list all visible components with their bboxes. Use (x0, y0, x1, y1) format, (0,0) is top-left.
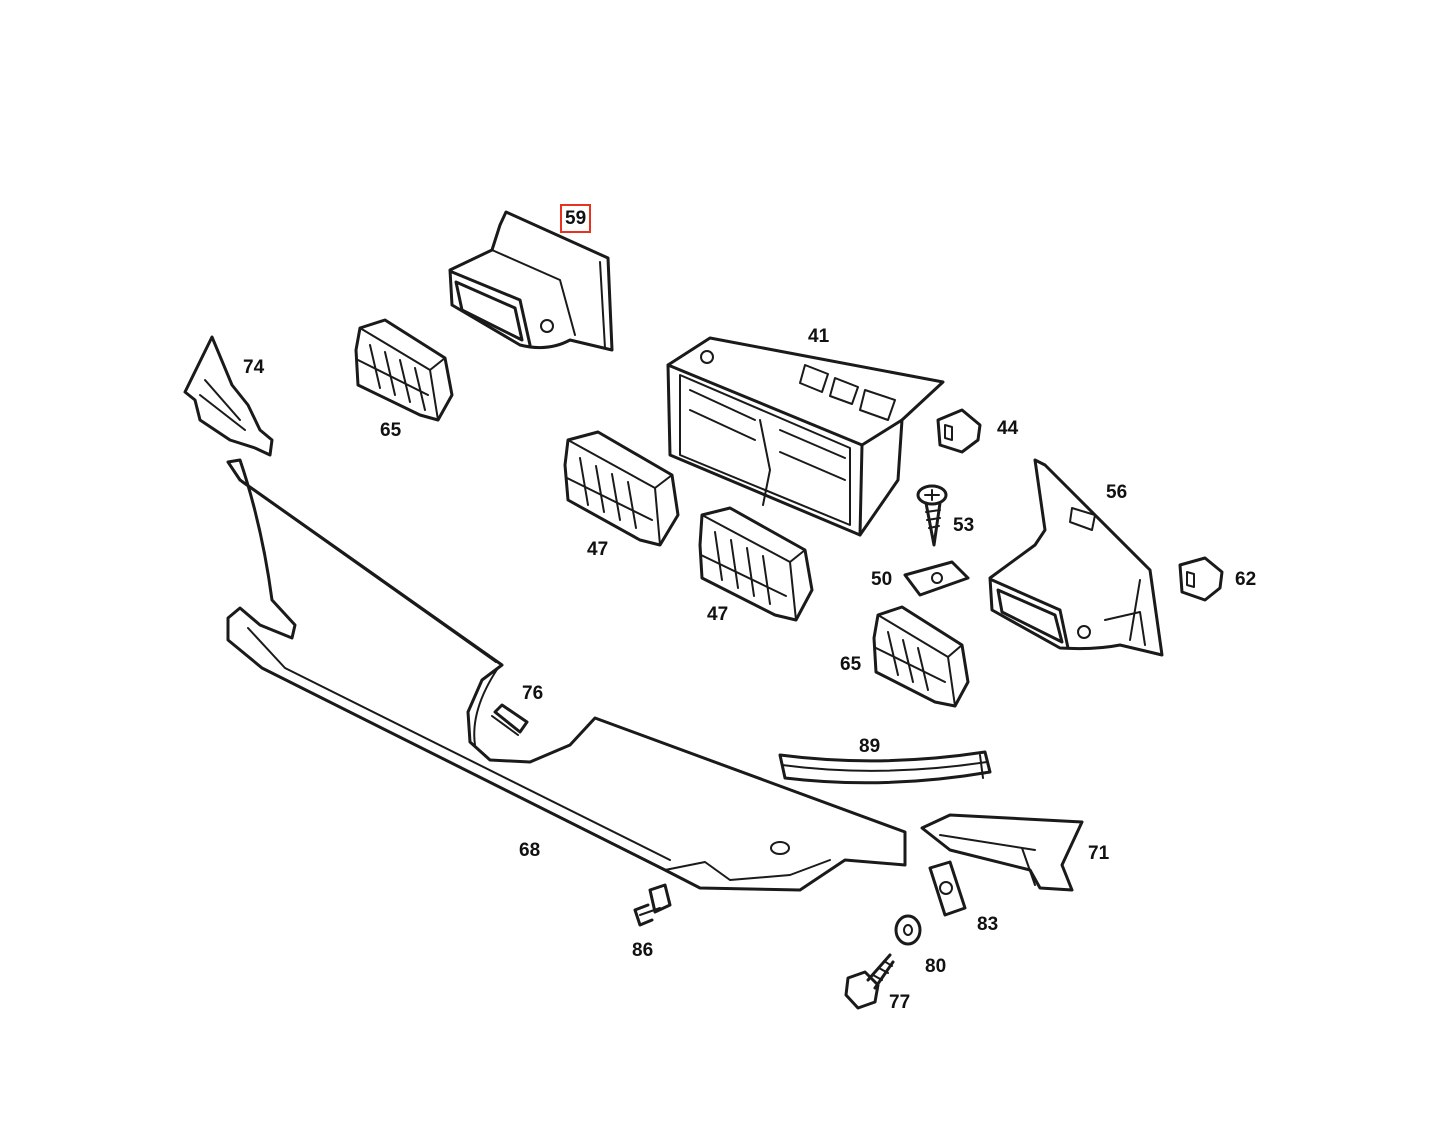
callout-71[interactable]: 71 (1088, 843, 1110, 864)
part-44-retaining-clip[interactable] (936, 408, 982, 454)
callout-44[interactable]: 44 (997, 418, 1019, 439)
part-80-washer[interactable] (894, 914, 922, 946)
part-65-lower-vent-grille[interactable] (872, 605, 970, 708)
part-71-right-corner-bracket[interactable] (920, 813, 1084, 892)
callout-62[interactable]: 62 (1235, 569, 1257, 590)
part-76-clip[interactable] (491, 703, 529, 736)
callout-74[interactable]: 74 (243, 357, 265, 378)
part-47-vent-grille-left[interactable] (563, 430, 680, 547)
part-47-vent-grille-right[interactable] (698, 506, 814, 622)
callout-83[interactable]: 83 (977, 914, 999, 935)
callout-68[interactable]: 68 (519, 840, 541, 861)
callout-77[interactable]: 77 (889, 992, 911, 1013)
part-86-push-clip[interactable] (633, 883, 672, 927)
part-56-right-air-duct[interactable] (988, 458, 1164, 657)
part-77-bolt[interactable] (844, 953, 895, 1010)
part-89-seal-strip[interactable] (778, 750, 992, 785)
callout-80[interactable]: 80 (925, 956, 947, 977)
callout-65-lower[interactable]: 65 (840, 654, 862, 675)
callout-89[interactable]: 89 (859, 736, 881, 757)
part-41-center-vent-housing[interactable] (666, 336, 945, 537)
callout-50[interactable]: 50 (871, 569, 893, 590)
callout-59[interactable]: 59 (559, 204, 592, 233)
callout-56[interactable]: 56 (1106, 482, 1128, 503)
callout-47-left[interactable]: 47 (587, 539, 609, 560)
callout-76[interactable]: 76 (522, 683, 544, 704)
part-53-screw[interactable] (916, 484, 948, 547)
callout-86[interactable]: 86 (632, 940, 654, 961)
callout-41[interactable]: 41 (808, 326, 830, 347)
part-59-left-air-duct[interactable] (448, 210, 614, 352)
part-65-upper-vent-grille[interactable] (354, 318, 454, 422)
callout-47-right[interactable]: 47 (707, 604, 729, 625)
callout-65-upper[interactable]: 65 (380, 420, 402, 441)
part-62-retaining-clip[interactable] (1178, 556, 1224, 602)
part-74-left-corner-bracket[interactable] (183, 335, 274, 457)
part-68-dash-panel[interactable] (226, 458, 907, 892)
part-50-nut-plate[interactable] (903, 560, 970, 597)
callout-53[interactable]: 53 (953, 515, 975, 536)
part-83-clip-nut[interactable] (928, 860, 967, 917)
